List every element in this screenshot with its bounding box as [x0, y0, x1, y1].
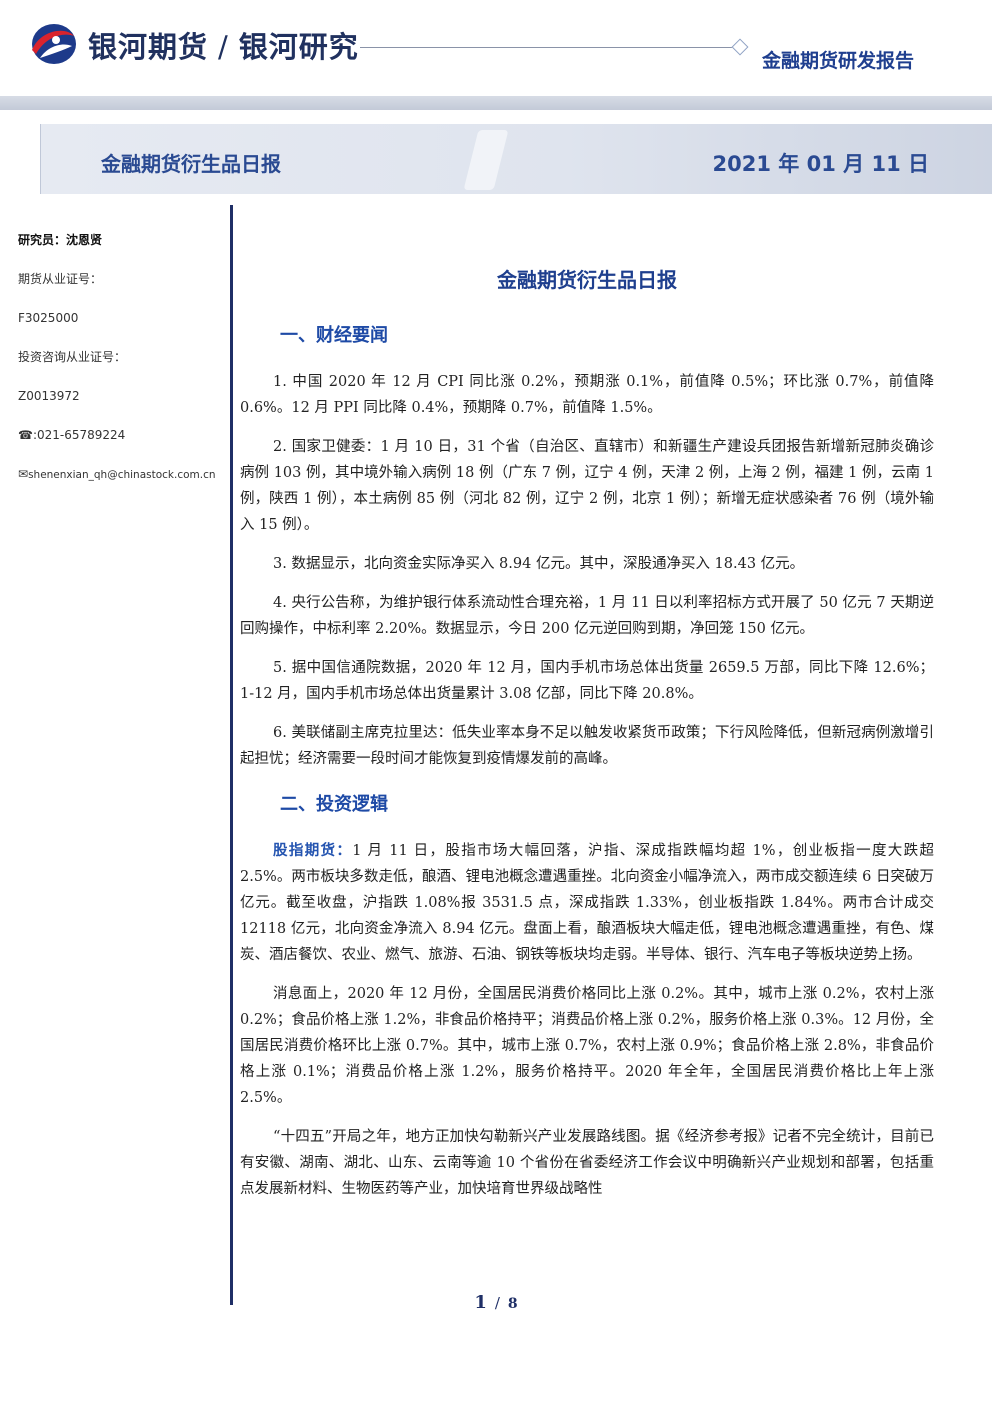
news-item: 2. 国家卫健委：1 月 10 日，31 个省（自治区、直辖市）和新疆生产建设兵… [240, 439, 934, 533]
news-item: 6. 美联储副主席克拉里达：低失业率本身不足以触发收紧货币政策；下行风险降低，但… [240, 725, 934, 767]
analyst-email-row: ✉shenenxian_qh@chinastock.com.cn [18, 464, 223, 503]
logic-paragraph: 股指期货：1 月 11 日，股指市场大幅回落，沪指、深成指跌幅均超 1%，创业板… [240, 838, 934, 968]
analyst-sidebar: 研究员：沈恩贤 期货从业证号： F3025000 投资咨询从业证号： Z0013… [18, 230, 223, 503]
futures-cert-label: 期货从业证号： [18, 272, 103, 286]
current-page: 1 [474, 1292, 487, 1313]
logic-paragraph: 消息面上，2020 年 12 月份，全国居民消费价格同比上涨 0.2%。其中，城… [240, 986, 934, 1106]
news-item: 5. 据中国信通院数据，2020 年 12 月，国内手机市场总体出货量 2659… [240, 660, 934, 702]
news-item: 4. 央行公告称，为维护银行体系流动性合理充裕，1 月 11 日以利率招标方式开… [240, 595, 934, 637]
brand-slash: / [218, 30, 229, 64]
consult-cert-number: Z0013972 [18, 389, 80, 403]
mail-icon: ✉ [18, 467, 29, 481]
news-item: 1. 中国 2020 年 12 月 CPI 同比涨 0.2%，预期涨 0.1%，… [240, 374, 934, 416]
page-separator: / [494, 1294, 500, 1312]
logic-text: 1 月 11 日，股指市场大幅回落，沪指、深成指跌幅均超 1%，创业板指一度大跌… [240, 843, 935, 963]
report-body: 金融期货衍生品日报 一、财经要闻 1. 中国 2020 年 12 月 CPI 同… [240, 260, 934, 1215]
report-date: 2021 年 01 月 11 日 [712, 152, 929, 176]
document-title: 金融期货衍生品日报 [497, 268, 677, 292]
section-heading-news: 一、财经要闻 [280, 325, 388, 346]
vertical-divider [230, 205, 233, 1305]
diamond-icon [731, 38, 749, 56]
brand-galaxy-futures: 银河期货 [88, 30, 209, 64]
analyst-phone: ☎:021-65789224 [18, 428, 126, 442]
banner-title: 金融期货衍生品日报 [101, 152, 281, 176]
page-number: 1 / 8 [0, 1292, 992, 1313]
consult-cert-label: 投资咨询从业证号： [18, 350, 127, 364]
galaxy-logo-icon [32, 24, 76, 64]
title-banner: 金融期货衍生品日报 2021 年 01 月 11 日 [40, 124, 992, 194]
report-type-label: 金融期货研发报告 [762, 50, 915, 72]
news-item: 3. 数据显示，北向资金实际净买入 8.94 亿元。其中，深股通净买入 18.4… [273, 556, 805, 572]
futures-cert-number: F3025000 [18, 311, 79, 325]
logic-paragraph: “十四五”开局之年，地方正加快勾勒新兴产业发展路线图。据《经济参考报》记者不完全… [240, 1129, 934, 1197]
analyst-email[interactable]: shenenxian_qh@chinastock.com.cn [28, 469, 216, 481]
logic-lead: 股指期货： [273, 843, 353, 859]
analyst-name: 研究员：沈恩贤 [18, 233, 103, 247]
total-pages: 8 [507, 1296, 518, 1312]
section-heading-logic: 二、投资逻辑 [280, 794, 388, 815]
header-stripe [0, 96, 992, 110]
report-header: 银河期货 / 银河研究 金融期货研发报告 [0, 0, 992, 96]
brand-galaxy-research: 银河研究 [238, 30, 359, 64]
header-divider-line [360, 47, 732, 48]
brand-name: 银河期货 / 银河研究 [88, 24, 359, 66]
banner-decoration [463, 130, 509, 190]
